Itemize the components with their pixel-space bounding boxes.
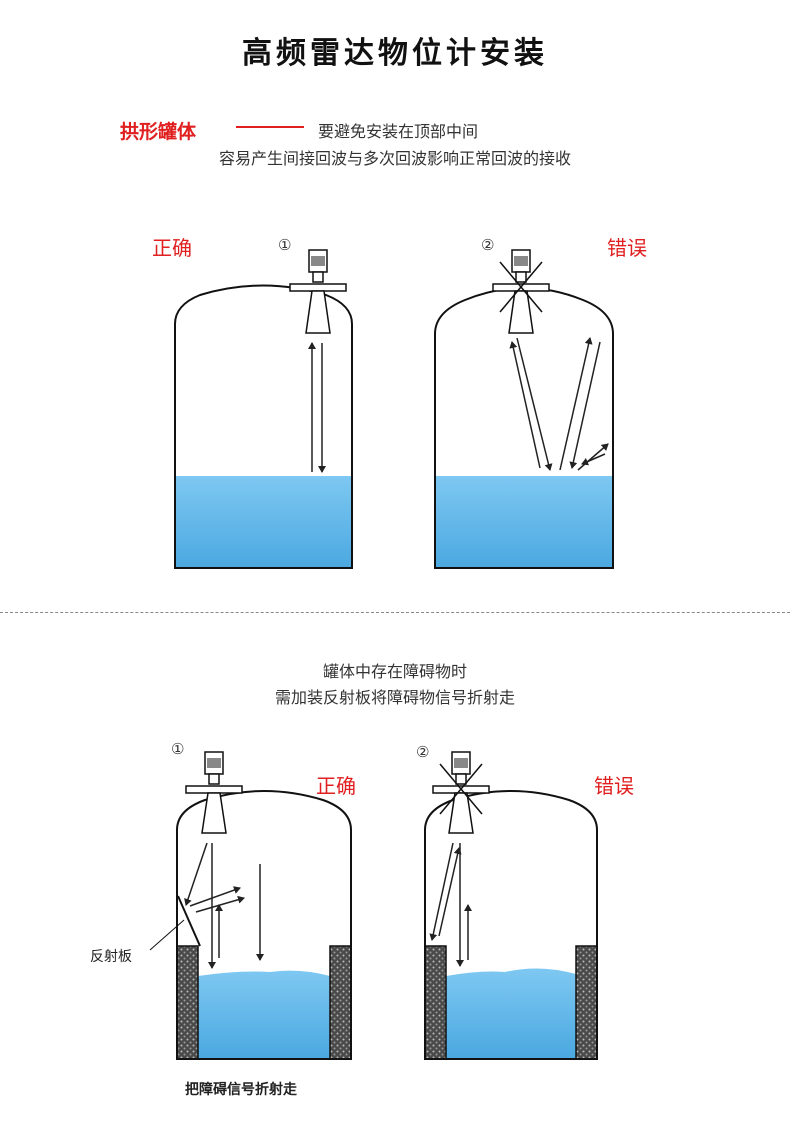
radar-sensor: [289, 249, 347, 334]
obstacle-correct-number: ①: [171, 740, 185, 758]
obstacle-note-line1: 罐体中存在障碍物时: [322, 662, 467, 681]
tank-outline: [176, 790, 352, 1060]
dome-note-line2: 容易产生间接回波与多次回波影响正常回波的接收: [218, 149, 571, 168]
wave-arrow: [559, 337, 593, 471]
dome-note-line1: 要避免安装在顶部中间: [318, 122, 479, 141]
dome-tank-correct: [174, 249, 353, 569]
wave-arrow: [438, 847, 462, 937]
wave-arrow: [509, 341, 541, 469]
liquid-fill: [435, 476, 613, 569]
obstacle-tank-wrong: [424, 751, 598, 1060]
dome-correct-number: ①: [278, 236, 292, 254]
error-cross-icon: [499, 261, 543, 313]
dome-correct-verdict: 正确: [152, 236, 192, 260]
obstacle-wall-left: [176, 945, 199, 1060]
obstacle-wall-right: [329, 945, 352, 1060]
obstacle-note-line2: 需加装反射板将障碍物信号折射走: [274, 688, 515, 707]
wave-arrow: [516, 337, 553, 471]
dome-tank-wrong: [434, 249, 614, 569]
radar-sensor: [492, 249, 550, 334]
obstacle-wall-right: [575, 945, 598, 1060]
section-divider: [0, 612, 790, 613]
dome-wrong-verdict: 错误: [607, 236, 647, 260]
tank-outline: [174, 284, 353, 569]
reflector-plate: [177, 895, 201, 947]
wave-arrow: [429, 842, 454, 941]
obstacle-wrong-verdict: 错误: [594, 774, 634, 798]
error-cross-icon: [439, 763, 483, 815]
obstacle-wall-left: [424, 945, 447, 1060]
wave-arrow: [189, 886, 241, 907]
page-title: 高频雷达物位计安装: [242, 36, 548, 71]
wave-arrow: [195, 895, 245, 913]
radar-sensor: [432, 751, 490, 834]
wave-arrow: [581, 453, 606, 466]
reflector-plate-label: 反射板: [90, 949, 132, 965]
obstacle-caption: 把障碍信号折射走: [185, 1082, 297, 1098]
radar-sensor: [185, 751, 243, 834]
obstacle-tank-correct: [149, 751, 352, 1060]
tank-outline: [424, 790, 598, 1060]
reflector-pointer: [149, 919, 185, 951]
obstacle-correct-verdict: 正确: [316, 774, 356, 798]
wave-arrow: [569, 341, 601, 469]
label-connector-line: [236, 126, 304, 128]
wave-arrow: [577, 443, 609, 471]
dome-wrong-number: ②: [481, 236, 495, 254]
liquid-fill: [175, 476, 352, 569]
dome-tank-label: 拱形罐体: [120, 121, 197, 143]
obstacle-wrong-number: ②: [416, 743, 430, 761]
wave-arrow: [184, 842, 208, 906]
liquid-fill: [446, 968, 576, 1059]
liquid-fill: [198, 970, 330, 1059]
